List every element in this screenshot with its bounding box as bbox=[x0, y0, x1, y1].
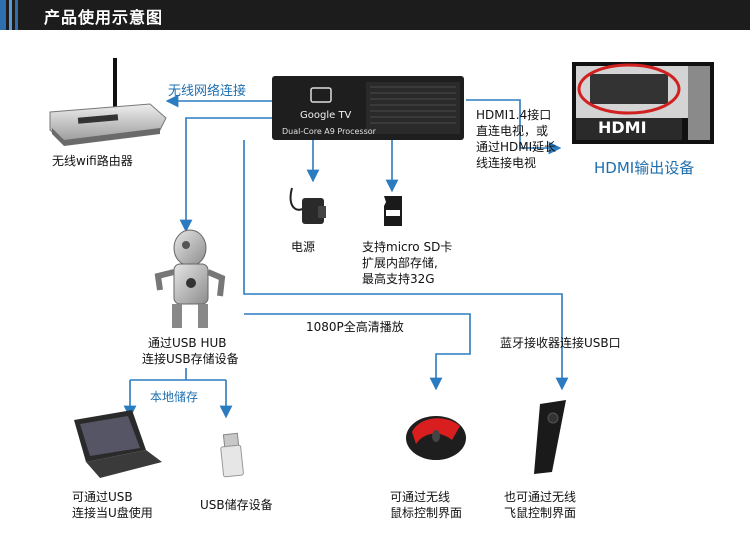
bluetooth-label: 蓝牙接收器连接USB口 bbox=[500, 336, 621, 351]
laptop-label-line-1: 可通过USB bbox=[72, 490, 133, 505]
router-label: 无线wifi路由器 bbox=[52, 154, 133, 169]
hdmi-note-line-2: 直连电视，或 bbox=[476, 124, 548, 139]
device-brand-text: Google TV bbox=[300, 108, 351, 123]
power-label: 电源 bbox=[291, 240, 315, 255]
sd-card-icon bbox=[384, 196, 402, 226]
usb-stick-icon bbox=[221, 433, 244, 477]
wireless-mouse-label-line-1: 可通过无线 bbox=[390, 490, 450, 505]
hub-line bbox=[186, 118, 272, 226]
usb-storage-label: USB储存设备 bbox=[200, 498, 273, 513]
hdmi-note-line-1: HDMI1.4接口 bbox=[476, 108, 551, 123]
usb-hub-label-line-1: 通过USB HUB bbox=[148, 336, 227, 351]
hdmi-note-line-4: 线连接电视 bbox=[476, 156, 536, 171]
hdmi-note-line-3: 通过HDMI延长 bbox=[476, 140, 556, 155]
usb-hub-robot-icon bbox=[158, 230, 222, 328]
laptop-label-line-2: 连接当U盘使用 bbox=[72, 506, 153, 521]
sd-label-line-3: 最高支持32G bbox=[362, 272, 435, 287]
sd-label-line-2: 扩展内部存储, bbox=[362, 256, 438, 271]
air-mouse-label-line-1: 也可通过无线 bbox=[504, 490, 576, 505]
air-mouse-icon bbox=[534, 400, 566, 474]
power-adapter-icon bbox=[291, 188, 326, 224]
device-processor-text: Dual-Core A9 Processor bbox=[282, 124, 376, 139]
wireless-mouse-icon bbox=[406, 416, 466, 460]
wireless-mouse-label-line-2: 鼠标控制界面 bbox=[390, 506, 462, 521]
usb-hub-label-line-2: 连接USB存储设备 bbox=[142, 352, 239, 367]
air-mouse-label-line-2: 飞鼠控制界面 bbox=[504, 506, 576, 521]
router-icon bbox=[50, 58, 166, 146]
local-storage-label: 本地储存 bbox=[150, 388, 198, 405]
laptop-icon bbox=[74, 410, 162, 478]
hdmi-device-label: HDMI输出设备 bbox=[594, 157, 694, 178]
hdmi-port-text: HDMI bbox=[598, 120, 647, 135]
sd-label-line-1: 支持micro SD卡 bbox=[362, 240, 452, 255]
wifi-connection-label: 无线网络连接 bbox=[168, 80, 246, 99]
fullhd-label: 1080P全高清播放 bbox=[306, 320, 404, 335]
